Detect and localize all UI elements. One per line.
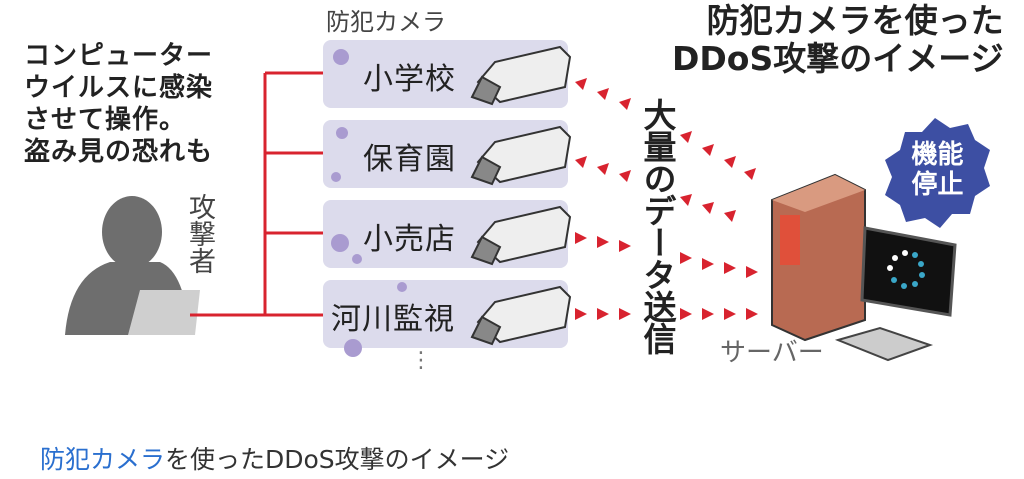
data-arrows bbox=[575, 78, 758, 320]
caption-link[interactable]: 防犯カメラ bbox=[40, 445, 166, 474]
diagram-graphics bbox=[65, 71, 323, 335]
more-cameras-indicator: ⋮ bbox=[410, 348, 432, 373]
attacker-label: 攻撃者 bbox=[184, 193, 215, 274]
laptop-icon bbox=[128, 290, 200, 335]
server-label: サーバー bbox=[720, 338, 824, 368]
title-line: 防犯カメラを使った bbox=[706, 1, 1004, 40]
virus-icons bbox=[331, 49, 407, 357]
monitor-icon bbox=[834, 226, 957, 362]
server-icon bbox=[771, 173, 866, 342]
diagram-overlay bbox=[331, 45, 990, 362]
status-bubble bbox=[885, 118, 990, 228]
attacker-icon bbox=[65, 196, 200, 335]
status-bubble-text: 機能停止 bbox=[911, 140, 964, 200]
camera-icons bbox=[470, 45, 572, 346]
ddos-diagram: 防犯カメラ コンピューター ウイルスに感染 させて操作。 盗み見の恐れも 防犯カ… bbox=[24, 2, 1004, 374]
attacker-note-line: ウイルスに感染 bbox=[24, 73, 214, 103]
network-lines bbox=[190, 71, 323, 317]
title-line: DDoS攻撃のイメージ bbox=[672, 39, 1004, 78]
diagram-title: 防犯カメラを使った DDoS攻撃のイメージ bbox=[672, 2, 1004, 78]
camera-label: 小学校 bbox=[363, 62, 456, 97]
caption-text: を使ったDDoS攻撃のイメージ bbox=[165, 445, 510, 474]
attacker-note-line: コンピューター bbox=[24, 41, 214, 71]
data-flow-label: 大量のデータ送信 bbox=[638, 98, 677, 354]
camera-group-label: 防犯カメラ bbox=[326, 8, 446, 36]
attacker-note: コンピューター ウイルスに感染 させて操作。 盗み見の恐れも bbox=[24, 40, 213, 168]
camera-label: 河川監視 bbox=[331, 302, 455, 337]
camera-label: 保育園 bbox=[363, 142, 456, 177]
attacker-note-line: させて操作。 bbox=[24, 105, 187, 135]
keyboard-icon bbox=[834, 326, 934, 362]
camera-label: 小売店 bbox=[363, 222, 456, 257]
figure-caption: 防犯カメラを使ったDDoS攻撃のイメージ bbox=[40, 440, 509, 476]
attacker-note-line: 盗み見の恐れも bbox=[24, 137, 214, 167]
